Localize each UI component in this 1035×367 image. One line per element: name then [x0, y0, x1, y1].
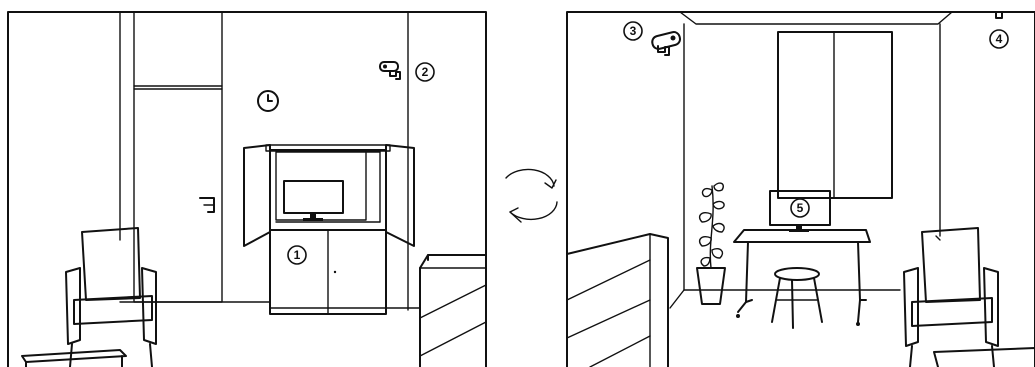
floor-right-diag: [936, 236, 940, 240]
desk-foot-dot-2: [856, 322, 860, 326]
badge-3: 3: [624, 22, 642, 40]
cabinet-niche: [276, 152, 366, 220]
cabinet-right-door: [386, 145, 414, 246]
armchair: [66, 228, 156, 367]
badge-4-label: 4: [996, 32, 1003, 46]
plant-leaf-2: [714, 183, 723, 191]
monitor-base: [303, 218, 323, 221]
armchair-back: [82, 228, 140, 300]
badge-5-label: 5: [797, 201, 804, 215]
door-frame: [134, 12, 222, 302]
badge-1-label: 1: [294, 248, 301, 262]
right-room-frame: [567, 12, 1035, 367]
stool-leg-2: [792, 280, 793, 328]
plant-leaf-8: [701, 258, 710, 266]
table-top: [22, 350, 126, 362]
plant-leaf-6: [700, 237, 712, 246]
side-box-outline: [567, 234, 668, 367]
cabinet-monitor: [284, 181, 343, 213]
wall-panel-frame: [778, 32, 892, 198]
right-room: [567, 12, 1035, 367]
badge-1: 1: [288, 246, 306, 264]
desk-monitor-base: [789, 229, 809, 232]
door: [134, 12, 222, 302]
badge-4: 4: [990, 30, 1008, 48]
desk-foot-dot-1: [736, 314, 740, 318]
armchair-seat: [912, 298, 992, 326]
cabinet: [244, 145, 414, 314]
ceiling-edge: [680, 12, 952, 24]
armchair-right-arm: [142, 268, 156, 344]
badge-2-label: 2: [422, 65, 429, 79]
stool-seat: [775, 268, 819, 280]
desk-foot-1: [738, 300, 752, 312]
cabinet-upper: [270, 150, 386, 230]
plant-leaf-7: [712, 249, 722, 258]
table-corner: [22, 350, 126, 367]
armchair-leg-1: [70, 344, 72, 367]
armchair-leg-1: [910, 346, 912, 367]
desk-foot-2: [858, 300, 866, 322]
rotate-arrows-icon: [506, 169, 557, 222]
side-box-line-1: [567, 260, 650, 300]
armchair-right: [904, 228, 998, 367]
left-room: [8, 12, 486, 367]
plant-leaf-1: [702, 189, 712, 197]
desk-leg-1: [746, 242, 748, 302]
security-camera-icon: [380, 62, 400, 79]
plant-pot: [697, 268, 725, 304]
plant: [697, 183, 725, 304]
badge-5: 5: [791, 199, 809, 217]
badge-3-label: 3: [630, 24, 637, 38]
side-box-line-2: [420, 322, 486, 356]
side-box-line-2: [567, 300, 650, 338]
armchair-seat: [74, 296, 152, 324]
cabinet-knob: [334, 271, 336, 273]
armchair-leg-2: [150, 344, 152, 367]
badge-2: 2: [416, 63, 434, 81]
side-box-line-1: [420, 285, 486, 318]
table-corner-right: [934, 348, 1035, 367]
side-box: [420, 255, 486, 367]
monitor-stand: [310, 213, 316, 218]
stool: [772, 268, 822, 328]
side-box-right-room: [567, 234, 668, 367]
wall-panel: [778, 32, 892, 198]
clock-icon: [258, 91, 278, 111]
security-camera-icon: [651, 31, 681, 55]
side-box-top: [420, 255, 486, 268]
plant-leaf-5: [713, 224, 724, 232]
side-box-line-3: [590, 336, 650, 367]
plant-leaf-4: [700, 213, 712, 222]
plant-leaf-3: [713, 201, 724, 208]
cabinet-left-door: [244, 145, 270, 246]
desk-leg-2: [858, 242, 860, 300]
floor-left-diag: [670, 290, 684, 308]
ceiling-camera-icon: [996, 12, 1002, 18]
armchair-back: [922, 228, 980, 302]
